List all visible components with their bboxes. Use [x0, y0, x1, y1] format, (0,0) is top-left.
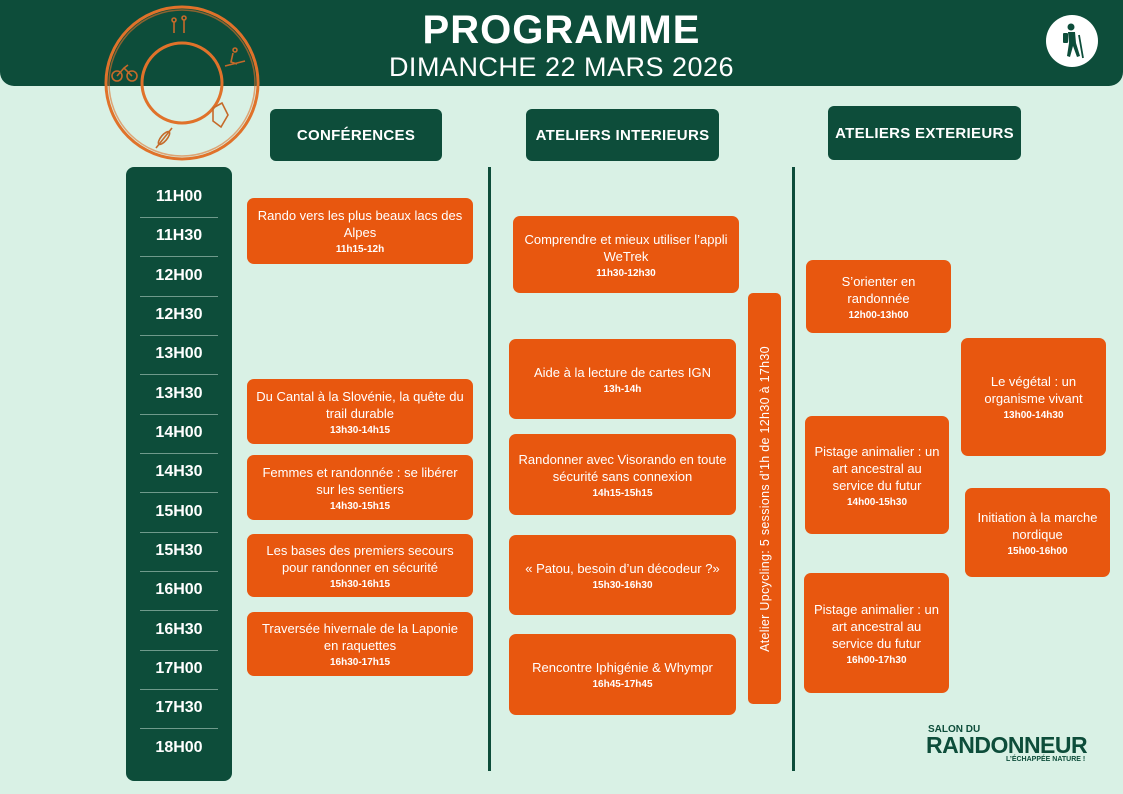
event-time: 15h30-16h15 [329, 578, 391, 590]
event-time: 11h30-12h30 [596, 267, 656, 279]
event-time: 14h30-15h15 [329, 500, 391, 512]
time-divider [140, 650, 218, 651]
conference-event[interactable]: Traversée hivernale de la Laponie en raq… [247, 612, 473, 676]
time-divider [140, 217, 218, 218]
upcycling-label: Atelier Upcycling: 5 sessions d’1h de 12… [757, 345, 772, 652]
time-divider [140, 296, 218, 297]
time-slot: 13H00 [155, 344, 203, 362]
event-title: S’orienter en randonnée [841, 273, 916, 306]
hiker-icon [1046, 15, 1098, 67]
event-time: 13h30-14h15 [329, 424, 391, 436]
activity-circle-logo [100, 3, 265, 163]
event-title: Traversée hivernale de la Laponie en raq… [261, 621, 459, 653]
conference-event[interactable]: Rando vers les plus beaux lacs des Alpes… [247, 198, 473, 264]
event-title: Aide à la lecture de cartes IGN [533, 364, 712, 380]
event-time: 15h00-16h00 [1007, 545, 1068, 557]
upcycling-bar[interactable]: Atelier Upcycling: 5 sessions d’1h de 12… [748, 293, 781, 704]
time-slot: 17H00 [155, 659, 203, 677]
time-divider [140, 256, 218, 257]
atelier-exterieur-event[interactable]: Initiation à la marche nordique 15h00-16… [965, 488, 1110, 577]
page-subtitle: DIMANCHE 22 MARS 2026 [388, 52, 735, 82]
event-time: 16h45-17h45 [592, 679, 653, 690]
time-divider [140, 335, 218, 336]
time-divider [140, 728, 218, 729]
time-slot: 12H00 [155, 266, 203, 284]
time-divider [140, 414, 218, 415]
event-time: 13h-14h [603, 383, 642, 395]
atelier-interieur-event[interactable]: Aide à la lecture de cartes IGN 13h-14h [509, 339, 736, 419]
event-title: Comprendre et mieux utiliser l’appli WeT… [524, 231, 728, 264]
brand-logo: SALON DU RANDONNEUR L’ÉCHAPPÉE NATURE ! [918, 724, 1088, 770]
time-slot: 11H00 [155, 187, 203, 205]
conference-event[interactable]: Du Cantal à la Slovénie, la quête du tra… [247, 379, 473, 444]
event-title: Les bases des premiers secours pour rand… [266, 542, 454, 575]
conference-event[interactable]: Femmes et randonnée : se libérer sur les… [247, 455, 473, 520]
time-slot: 13H30 [155, 384, 203, 402]
time-divider [140, 374, 218, 375]
event-title: Randonner avec Visorando en toute sécuri… [518, 451, 727, 484]
time-slot: 11H30 [155, 226, 203, 244]
event-title: Du Cantal à la Slovénie, la quête du tra… [256, 388, 464, 421]
event-time: 13h00-14h30 [1003, 410, 1064, 421]
event-title: Femmes et randonnée : se libérer sur les… [262, 464, 458, 497]
event-title: Le végétal : un organisme vivant [984, 374, 1083, 406]
atelier-interieur-event[interactable]: Comprendre et mieux utiliser l’appli WeT… [513, 216, 739, 293]
time-divider [140, 689, 218, 690]
brand-tagline: L’ÉCHAPPÉE NATURE ! [1006, 756, 1086, 763]
atelier-interieur-event[interactable]: Randonner avec Visorando en toute sécuri… [509, 434, 736, 515]
conference-event[interactable]: Les bases des premiers secours pour rand… [247, 534, 473, 597]
time-divider [140, 453, 218, 454]
timeline-column: 11H00 11H30 12H00 12H30 13H00 13H30 14H0… [126, 167, 232, 781]
page-title: PROGRAMME [422, 8, 701, 52]
atelier-exterieur-event[interactable]: Pistage animalier : un art ancestral au … [805, 416, 949, 534]
event-time: 11h15-12h [335, 244, 385, 255]
time-slot: 15H00 [155, 502, 203, 520]
time-divider [140, 492, 218, 493]
event-time: 12h00-13h00 [848, 309, 909, 321]
time-slot: 18H00 [155, 738, 203, 756]
time-slot: 15H30 [155, 541, 203, 559]
event-time: 16h30-17h15 [329, 657, 391, 668]
atelier-exterieur-event[interactable]: Le végétal : un organisme vivant 13h00-1… [961, 338, 1106, 456]
header-ateliers-interieurs: ATELIERS INTERIEURS [526, 109, 719, 161]
event-time: 14h00-15h30 [846, 496, 908, 508]
event-title: Rando vers les plus beaux lacs des Alpes [257, 208, 463, 240]
column-divider [792, 167, 795, 771]
event-title: Initiation à la marche nordique [977, 509, 1098, 542]
brand-name: RANDONNEUR [926, 732, 1088, 758]
event-time: 16h00-17h30 [846, 654, 907, 666]
brand-top-text: SALON DU [928, 724, 981, 735]
time-slot: 14H30 [155, 462, 203, 480]
time-slot: 14H00 [155, 423, 203, 441]
event-title: « Patou, besoin d’un décodeur ?» [525, 560, 720, 576]
time-divider [140, 532, 218, 533]
time-slot: 17H30 [155, 698, 203, 716]
time-slot: 16H30 [155, 620, 203, 638]
header-ateliers-exterieurs: ATELIERS EXTERIEURS [828, 106, 1021, 160]
time-slot: 12H30 [155, 305, 203, 323]
atelier-exterieur-event[interactable]: S’orienter en randonnée 12h00-13h00 [806, 260, 951, 333]
time-divider [140, 610, 218, 611]
event-title: Rencontre Iphigénie & Whympr [532, 660, 713, 675]
time-slot: 16H00 [155, 580, 203, 598]
header-conferences: CONFÉRENCES [270, 109, 442, 161]
atelier-interieur-event[interactable]: Rencontre Iphigénie & Whympr 16h45-17h45 [509, 634, 736, 715]
atelier-exterieur-event[interactable]: Pistage animalier : un art ancestral au … [804, 573, 949, 693]
event-time: 14h15-15h15 [592, 487, 653, 499]
column-divider [488, 167, 491, 771]
event-time: 15h30-16h30 [592, 579, 653, 591]
atelier-interieur-event[interactable]: « Patou, besoin d’un décodeur ?» 15h30-1… [509, 535, 736, 615]
event-title: Pistage animalier : un art ancestral au … [814, 443, 940, 493]
time-divider [140, 571, 218, 572]
event-title: Pistage animalier : un art ancestral au … [813, 601, 939, 651]
